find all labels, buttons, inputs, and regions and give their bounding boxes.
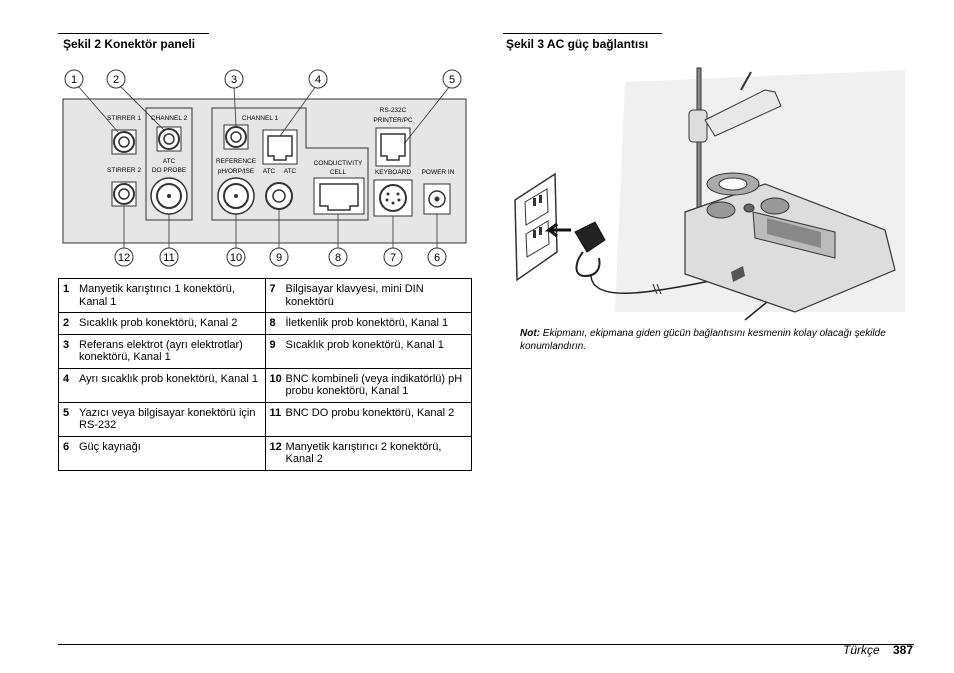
label-rs232-2: PRINTER/PC (373, 117, 413, 124)
channel-1-frame (211, 107, 369, 221)
label-rs232-1: RS-232C (380, 107, 407, 114)
legend-number: 4 (63, 372, 70, 385)
legend-number: 5 (63, 406, 70, 419)
legend-description: Referans elektrot (ayrı elektrotlar) kon… (79, 338, 243, 364)
legend-row: 2 Sıcaklık prob konektörü, Kanal 2 8 İletke… (58, 312, 472, 335)
legend-cell-right: 7 Bilgisayar klavyesi, mini DIN konektörü (264, 278, 472, 313)
legend-description: Güç kaynağı (79, 440, 141, 453)
legend-description: Sıcaklık prob konektörü, Kanal 2 (79, 317, 238, 329)
connector-legend-table: 1 Manyetik karıştırıcı 1 konektörü, Kanal… (58, 278, 472, 471)
callout-11: 11 (163, 252, 174, 264)
legend-cell-left: 4 Ayrı sıcaklık prob konektörü, Kanal 1 (58, 367, 266, 403)
legend-description: Yazıcı veya bilgisayar konektörü için RS… (79, 406, 256, 432)
panel-body (62, 98, 467, 244)
label-channel-1: CHANNEL 1 (242, 115, 279, 122)
legend-cell-right: 8 İletkenlik prob konektörü, Kanal 1 (264, 312, 472, 335)
label-stirrer-1: STIRRER 1 (107, 115, 141, 122)
electrode-holder-arm (704, 89, 782, 137)
legend-description: Ayrı sıcaklık prob konektörü, Kanal 1 (79, 372, 258, 385)
legend-number: 6 (63, 440, 70, 453)
legend-number: 11 (269, 406, 282, 419)
callout-3: 3 (231, 74, 237, 86)
callout-5: 5 (449, 74, 455, 86)
legend-number: 1 (63, 283, 70, 295)
callout-1: 1 (71, 74, 77, 86)
legend-number: 10 (269, 372, 282, 385)
legend-row: 5 Yazıcı veya bilgisayar konektörü için R… (58, 401, 472, 437)
callout-markers: 1 2 3 4 5 12 11 10 9 8 7 6 (64, 69, 462, 267)
channel-1-atc-jack (265, 182, 293, 210)
note-body: Ekipmanı, ekipmana giden gücün bağlantıs… (520, 328, 886, 352)
note-text: Not: Ekipmanı, ekipmana giden gücün bağl… (520, 327, 910, 353)
legend-cell-left: 3 Referans elektrot (ayrı elektrotlar) ko… (58, 333, 266, 369)
legend-description: BNC DO probu konektörü, Kanal 2 (285, 406, 455, 419)
callout-7: 7 (390, 252, 396, 264)
legend-number: 3 (63, 338, 70, 351)
callout-8: 8 (335, 252, 341, 264)
label-conductivity-2: CELL (330, 169, 347, 176)
meter-body (684, 183, 896, 313)
power-adapter (574, 221, 606, 253)
footer-rule (58, 644, 914, 645)
legend-number: 12 (269, 440, 282, 453)
connector-panel-diagram: STIRRER 1 STIRRER 2 CHANNEL 2 ATC DO PRO… (62, 69, 467, 267)
legend-cell-left: 1 Manyetik karıştırıcı 1 konektörü, Kanal… (58, 278, 266, 313)
legend-number: 7 (269, 283, 276, 295)
ac-power-illustration (514, 67, 905, 321)
label-keyboard: KEYBOARD (375, 169, 411, 176)
label-stirrer-2: STIRRER 2 (107, 167, 141, 174)
callout-6: 6 (434, 252, 440, 264)
figure-2-title: Şekil 2 Konektör paneli (63, 37, 196, 51)
label-ph-orp: pH/ORP/ISE (218, 168, 255, 175)
figure-2-title-rule (58, 33, 209, 34)
label-atc-b: ATC (284, 168, 297, 175)
label-conductivity-1: CONDUCTIVITY (314, 160, 363, 167)
legend-description: Sıcaklık prob konektörü, Kanal 1 (285, 338, 444, 351)
callout-12: 12 (118, 252, 130, 264)
note-label: Not: (520, 328, 540, 339)
legend-description: BNC kombineli (veya indikatörlü) pH prob… (285, 372, 463, 398)
label-power-in: POWER IN (422, 169, 455, 176)
legend-description: Manyetik karıştırıcı 1 konektörü, Kanal … (79, 283, 235, 308)
legend-number: 9 (269, 338, 276, 351)
label-atc-a: ATC (263, 168, 276, 175)
legend-cell-left: 5 Yazıcı veya bilgisayar konektörü için R… (58, 401, 266, 437)
legend-row: 3 Referans elektrot (ayrı elektrotlar) ko… (58, 333, 472, 369)
label-atc-do-1: ATC (163, 158, 176, 165)
legend-description: İletkenlik prob konektörü, Kanal 1 (285, 317, 449, 329)
label-channel-2: CHANNEL 2 (151, 115, 188, 122)
callout-4: 4 (315, 74, 321, 86)
label-atc-do-2: DO PROBE (152, 167, 187, 174)
leader-lines (77, 85, 451, 248)
label-reference: REFERENCE (216, 158, 257, 165)
legend-number: 8 (269, 317, 276, 329)
legend-row: 4 Ayrı sıcaklık prob konektörü, Kanal 1 10… (58, 367, 472, 403)
callout-10: 10 (230, 252, 242, 264)
legend-cell-left: 2 Sıcaklık prob konektörü, Kanal 2 (58, 312, 266, 335)
page-number: 387 (893, 643, 914, 657)
footer-language: Türkçe (843, 643, 880, 657)
legend-description: Bilgisayar klavyesi, mini DIN konektörü (285, 283, 424, 308)
plug-in-arrow (544, 222, 571, 238)
callout-9: 9 (276, 252, 282, 264)
legend-row: 1 Manyetik karıştırıcı 1 konektörü, Kanal… (58, 278, 472, 313)
legend-number: 2 (63, 317, 70, 329)
figure-3-title: Şekil 3 AC güç bağlantısı (506, 37, 649, 51)
legend-description: Manyetik karıştırıcı 2 konektörü, Kanal … (285, 440, 442, 466)
figure-3-title-rule (503, 33, 662, 34)
callout-2: 2 (113, 74, 119, 86)
legend-cell-left: 6 Güç kaynağı (58, 435, 266, 471)
legend-cell-right: 9 Sıcaklık prob konektörü, Kanal 1 (264, 333, 472, 369)
